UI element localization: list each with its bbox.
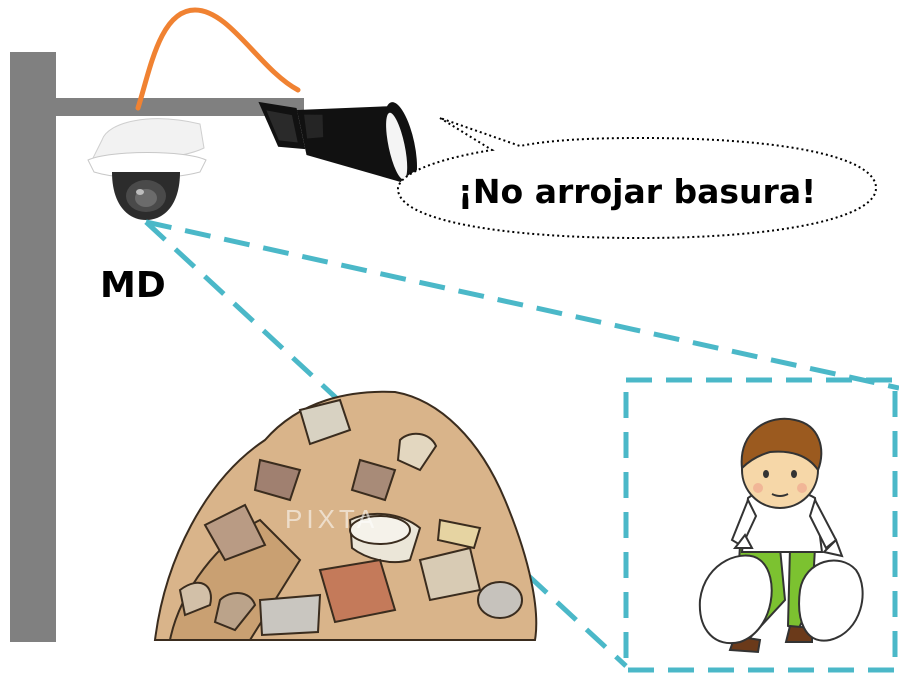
loudspeaker-horn-icon xyxy=(258,101,418,189)
speech-bubble: ¡No arrojar basura! xyxy=(396,117,878,240)
pole-arm xyxy=(52,98,304,116)
speech-text: ¡No arrojar basura! xyxy=(458,172,816,211)
boy-with-trash-bags xyxy=(698,417,864,654)
dome-camera-icon xyxy=(87,118,207,220)
view-line-upper xyxy=(145,219,899,391)
zoom-frame xyxy=(623,377,898,673)
garbage-pile: PIXTA xyxy=(153,390,538,641)
pole xyxy=(10,52,304,642)
watermark: PIXTA xyxy=(285,504,378,534)
pole-vertical xyxy=(10,52,56,642)
camera-label: MD xyxy=(100,265,166,306)
cable xyxy=(135,7,301,111)
